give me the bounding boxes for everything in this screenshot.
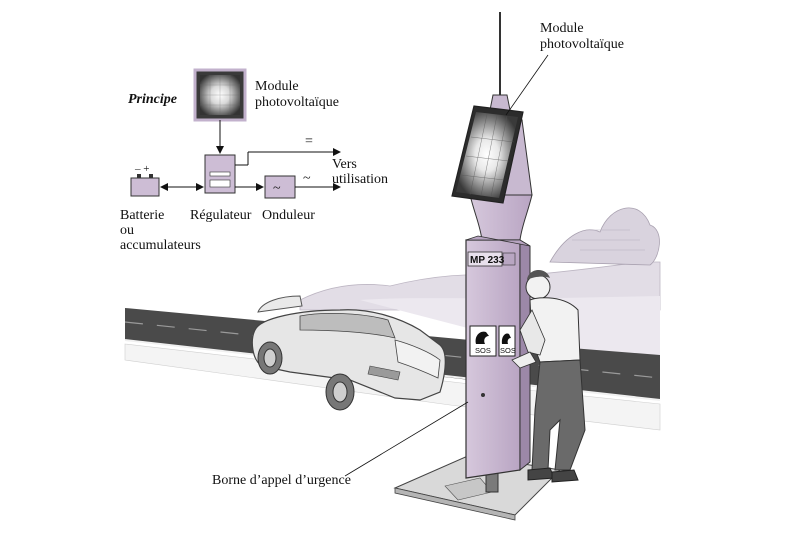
schematic-battery-label-3: accumulateurs [120,238,201,253]
post-label: Borne d’appel d’urgence [212,473,351,488]
emergency-post [465,12,533,479]
schematic-output-label-1: Vers [332,157,357,172]
sos-label-left: SOS [475,346,491,355]
schematic-output-label-2: utilisation [332,172,388,187]
schematic-ac-symbol: ~ [303,171,311,186]
sos-label-right: SOS [500,346,516,355]
schematic-inverter-symbol: ~ [273,181,281,196]
schematic-battery-label-1: Batterie [120,208,164,223]
callouts: Module photovoltaïque MP 233 SOS SOS Bor… [212,21,624,488]
schematic-dc-symbol: = [305,134,313,149]
schematic-battery [130,177,160,197]
principle-title: Principe [128,92,177,107]
car [251,295,446,411]
panel-label-1: Module [540,21,584,36]
schematic-module-label-1: Module [255,79,299,94]
panel-label-2: photovoltaïque [540,37,624,52]
schematic-regulator-label: Régulateur [190,208,252,223]
schematic-battery-label-2: ou [120,223,134,238]
schematic-inverter-label: Onduleur [262,208,315,223]
schematic-module-label-2: photovoltaïque [255,95,339,110]
post-solar-panel [451,105,533,204]
post-plate: MP 233 [470,255,505,266]
principle-schematic: Principe Module photovoltaïque – + ~ [120,68,388,253]
schematic-battery-polarity: – + [134,163,149,175]
person [511,269,586,483]
